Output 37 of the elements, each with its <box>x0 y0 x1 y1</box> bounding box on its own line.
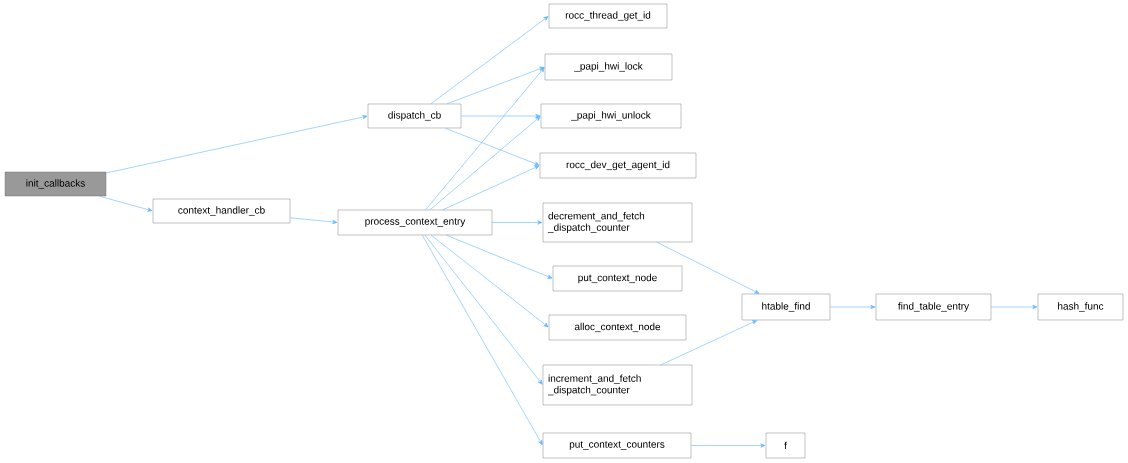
function-box: _papi_hwi_lock <box>544 53 673 81</box>
arrow <box>446 66 545 105</box>
arrow <box>829 304 876 310</box>
function-box: init_callbacks <box>4 171 107 197</box>
arrow <box>442 165 540 211</box>
arrow <box>430 234 549 328</box>
arrow <box>429 116 541 211</box>
arrow <box>445 234 553 279</box>
arrow <box>430 16 549 105</box>
arrow <box>105 115 368 174</box>
arrow <box>289 217 338 225</box>
arrow <box>99 195 153 212</box>
arrow <box>424 234 543 385</box>
function-box: increment_and_fetch _dispatch_counter <box>542 364 693 406</box>
function-box: _papi_hwi_unlock <box>540 103 682 129</box>
arrow <box>656 241 760 294</box>
arrow <box>421 234 543 446</box>
function-box: put_context_node <box>552 265 683 292</box>
function-box: alloc_context_node <box>548 314 687 341</box>
arrow <box>990 304 1038 310</box>
function-box: hash_func <box>1037 293 1124 321</box>
function-box: dispatch_cb <box>367 103 462 129</box>
function-box: context_handler_cb <box>152 198 291 224</box>
arrow <box>491 220 543 225</box>
function-box: decrement_and_fetch _dispatch_counter <box>542 202 693 243</box>
function-box: rocc_thread_get_id <box>548 3 668 29</box>
function-box: f <box>765 432 806 459</box>
arrow <box>445 127 540 166</box>
function-box: put_context_counters <box>542 432 692 459</box>
function-box: find_table_entry <box>875 293 992 321</box>
arrow <box>460 113 541 119</box>
arrow <box>425 67 545 211</box>
function-box: process_context_entry <box>337 209 493 236</box>
function-box: rocc_dev_get_agent_id <box>539 152 697 179</box>
function-box: htable_find <box>741 293 831 321</box>
arrow <box>690 443 766 448</box>
arrow <box>660 320 758 366</box>
